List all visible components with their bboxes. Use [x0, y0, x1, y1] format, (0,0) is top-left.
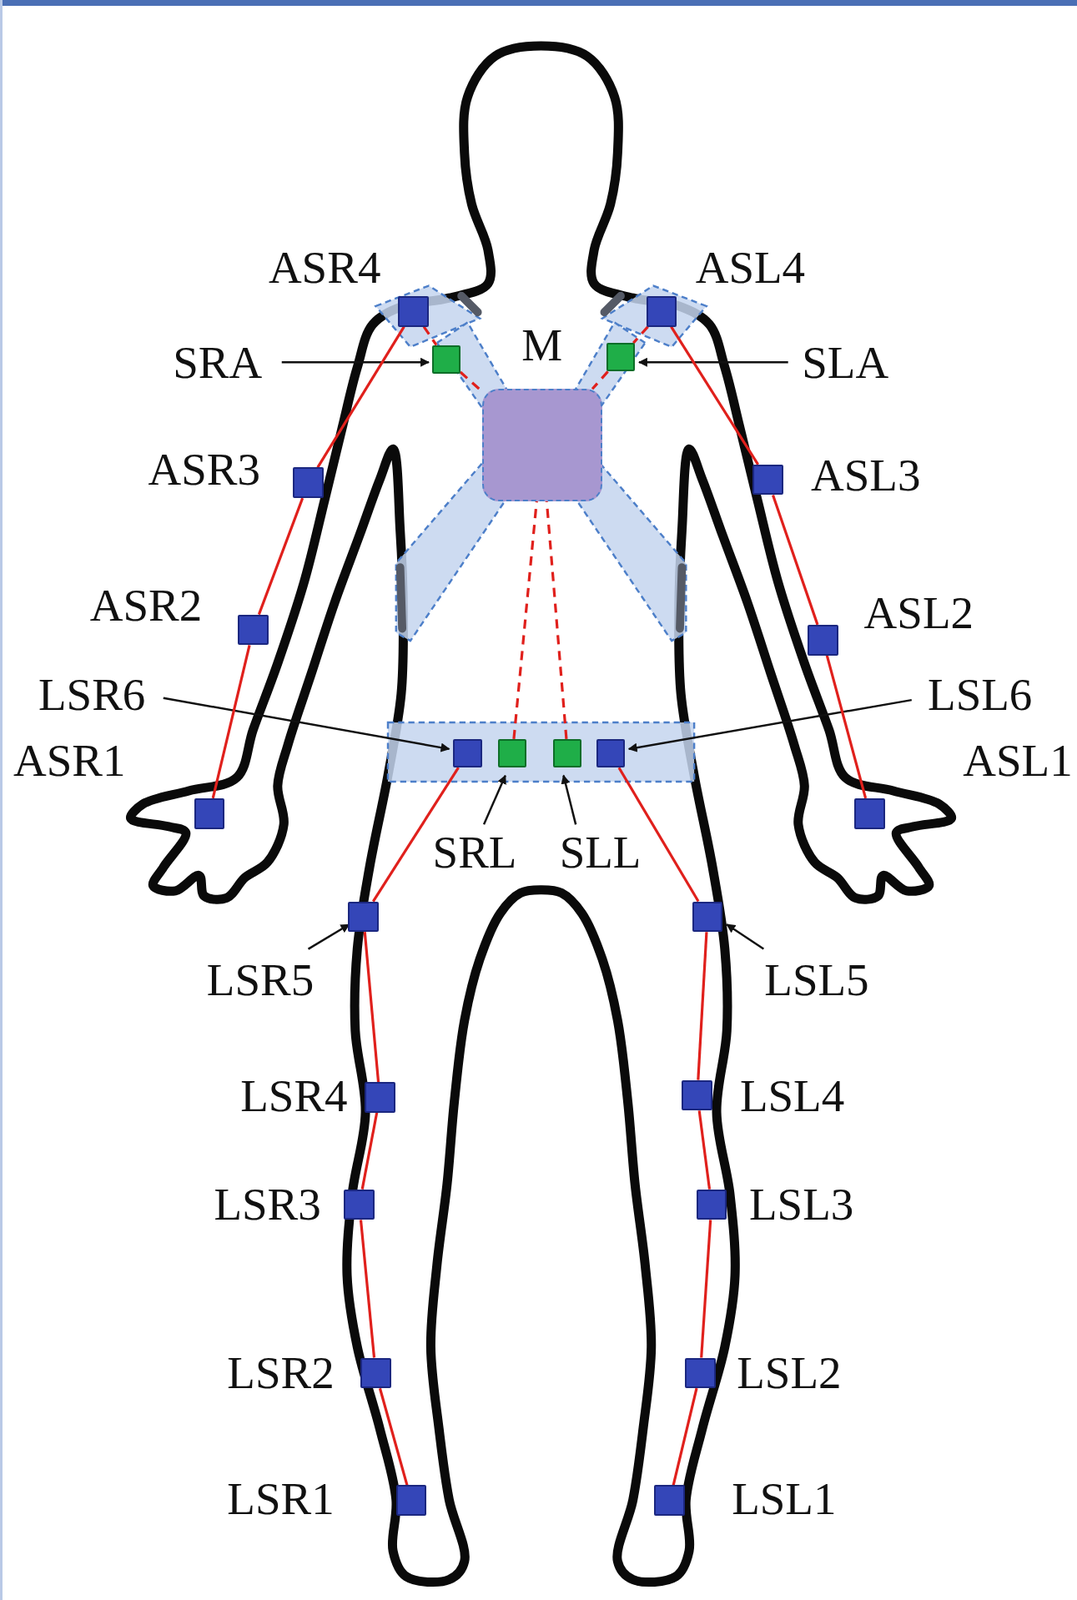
sensor-marker: ASR4 — [397, 296, 429, 328]
sensor-link — [592, 371, 609, 389]
sensor-link — [460, 372, 483, 392]
strap-ends — [400, 296, 683, 630]
sensor-marker: LSR4 — [364, 1082, 396, 1113]
sensor-marker: ASL3 — [752, 464, 784, 496]
waist-belt — [387, 722, 695, 782]
side-bar — [0, 0, 3, 1600]
sensor-link — [362, 1112, 377, 1190]
sensor-marker: LSR2 — [360, 1358, 392, 1390]
sensor-link — [546, 501, 567, 740]
sensor-label: SRL — [432, 829, 518, 876]
sensor-link — [258, 498, 302, 615]
sensor-label: M — [521, 322, 563, 368]
sensor-link — [673, 1388, 697, 1485]
sensor-label: ASL3 — [810, 452, 921, 499]
sensor-link — [361, 1219, 375, 1358]
sensor-link — [423, 327, 437, 346]
sensor-link — [671, 327, 759, 465]
sensor-label: SLL — [559, 829, 642, 876]
sensor-marker: LSL5 — [692, 901, 724, 933]
sensor-label: LSR1 — [226, 1475, 334, 1522]
top-bar — [0, 0, 1077, 6]
sensor-marker: ASR1 — [194, 798, 226, 830]
sensor-marker: ASR3 — [292, 467, 324, 499]
leader-line — [726, 924, 764, 949]
sensor-marker: LSR5 — [347, 901, 379, 933]
sensor-marker: ASR2 — [237, 614, 269, 646]
sensor-link — [212, 644, 250, 799]
body-silhouette — [130, 45, 952, 1583]
sensor-marker: LSL1 — [654, 1484, 685, 1516]
sensor-label: SRA — [172, 339, 262, 386]
sensor-label: ASR4 — [268, 244, 382, 291]
sensor-marker: LSR3 — [343, 1189, 375, 1221]
sensor-marker: ASL1 — [854, 798, 886, 830]
sensor-marker: ASL4 — [646, 296, 678, 328]
sensor-label: SLA — [801, 339, 889, 386]
sensor-label: ASL2 — [864, 589, 974, 636]
sensor-marker: LSR1 — [396, 1484, 428, 1516]
sensor-label: ASR3 — [148, 446, 262, 493]
sensor-label: ASR1 — [13, 737, 126, 784]
strap-end — [603, 296, 621, 313]
sensor-label: LSL4 — [739, 1072, 845, 1119]
leader-line — [483, 775, 506, 826]
sensor-marker: ASL2 — [807, 624, 839, 656]
sensor-link — [317, 327, 405, 469]
sensor-label: LSR2 — [226, 1349, 334, 1396]
strap-end — [461, 296, 479, 313]
sensor-link — [826, 655, 866, 799]
master-unit: M — [482, 388, 603, 502]
leader-line — [639, 361, 789, 363]
sensor-link — [773, 494, 818, 625]
sensor-link — [701, 1219, 711, 1358]
sensor-label: LSL2 — [736, 1349, 841, 1396]
sensor-label: ASR2 — [90, 582, 203, 629]
sensor-marker: LSL6 — [596, 739, 625, 768]
leader-line — [308, 924, 350, 949]
leader-line — [163, 698, 450, 750]
sensor-marker: LSR6 — [452, 739, 482, 768]
sensor-marker: LSL2 — [684, 1358, 716, 1390]
sensor-label: LSL1 — [731, 1475, 836, 1522]
sensor-link — [513, 501, 537, 740]
sensor-label: LSR5 — [206, 956, 314, 1003]
sensor-marker: SRL — [498, 739, 527, 768]
sensor-link — [699, 1110, 710, 1189]
sensor-link — [364, 931, 378, 1083]
sensor-marker: LSL4 — [681, 1080, 713, 1112]
leader-lines — [163, 362, 912, 949]
sensor-link — [698, 931, 707, 1080]
sensor-link — [633, 327, 648, 344]
leader-line — [629, 699, 912, 750]
leader-line — [281, 361, 429, 363]
body-outline — [130, 45, 952, 1583]
sensor-label: LSL5 — [764, 956, 869, 1003]
sensor-link — [379, 1388, 408, 1485]
sensor-label: LSR3 — [213, 1181, 321, 1228]
sensor-marker: SLA — [606, 342, 635, 372]
leader-line — [563, 775, 576, 826]
strap-end — [679, 567, 682, 629]
sensor-label: ASL1 — [962, 737, 1072, 784]
sensor-marker: SRA — [432, 345, 461, 374]
sensor-label: LSR4 — [240, 1072, 348, 1119]
harness — [375, 286, 706, 782]
sensor-marker: SLL — [553, 739, 582, 768]
sensor-label: LSL3 — [749, 1181, 854, 1228]
sensor-label: LSR6 — [38, 671, 146, 718]
sensor-label: ASL4 — [695, 244, 806, 291]
strap-end — [400, 567, 403, 629]
sensor-label: LSL6 — [927, 671, 1032, 718]
sensor-marker: LSL3 — [696, 1189, 728, 1221]
